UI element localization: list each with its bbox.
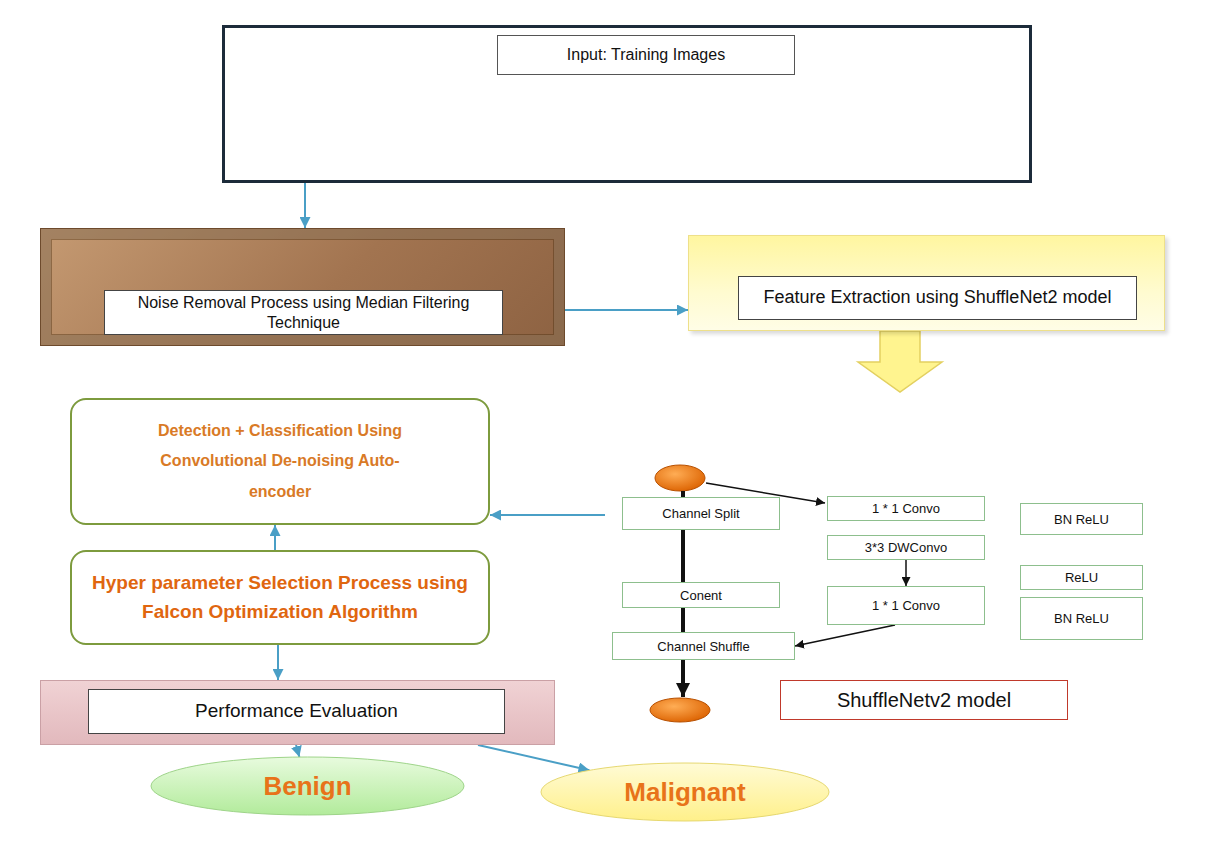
layer-box: Conent: [622, 582, 780, 608]
node-label: 1 * 1 Convo: [872, 501, 940, 516]
layer-box: 1 * 1 Convo: [827, 586, 985, 625]
flow-arrow: [274, 525, 276, 550]
result-ellipse: Benign: [150, 756, 465, 816]
node-label: 3*3 DWConvo: [865, 540, 947, 555]
node-label: Noise Removal Process using Median Filte…: [104, 290, 503, 335]
flow-arrow: [277, 645, 279, 680]
node-label: 1 * 1 Convo: [872, 598, 940, 613]
result-ellipse: Malignant: [540, 762, 830, 822]
group-outline: [50, 393, 530, 658]
layer-box: BN ReLU: [1020, 503, 1143, 535]
node-label: Input: Training Images: [497, 35, 795, 75]
node-label: Malignant: [624, 777, 745, 808]
node-label: ShuffleNetv2 model: [780, 680, 1068, 720]
ellipse-outline: [151, 757, 464, 815]
input-panel: Input: Training Images: [222, 25, 1032, 183]
main-path-line: [681, 491, 685, 497]
flow-arrow: [304, 183, 306, 228]
branch-arrow: [706, 483, 825, 503]
node-label: BN ReLU: [1054, 611, 1109, 626]
node-label: Detection + Classification Using Convolu…: [149, 416, 411, 507]
layer-box: Channel Shuffle: [612, 632, 795, 660]
panel-fill: [222, 25, 1032, 183]
node-label: BN ReLU: [1054, 512, 1109, 527]
layer-box: ReLU: [1020, 565, 1143, 590]
flow-arrow: [681, 530, 685, 582]
image-stack: [272, 72, 468, 165]
page-fold: [1142, 794, 1188, 838]
layer-box: 3*3 DWConvo: [827, 535, 985, 560]
node-label: Benign: [263, 771, 351, 802]
layer-box: Channel Split: [622, 497, 780, 530]
node-label: Conent: [680, 588, 722, 603]
process-frame: Noise Removal Process using Median Filte…: [40, 228, 565, 346]
process-box: Detection + Classification Using Convolu…: [70, 398, 490, 525]
node-label: Feature Extraction using ShuffleNet2 mod…: [738, 276, 1137, 320]
flow-arrow: [478, 745, 589, 770]
block-arrow: [858, 331, 942, 392]
image-stack: [806, 88, 975, 178]
flow-arrow: [565, 309, 688, 311]
process-box: Hyper parameter Selection Process using …: [70, 550, 490, 645]
ellipse-outline: [541, 763, 829, 821]
flow-arrow: [795, 625, 895, 646]
end-ellipse: [650, 698, 710, 722]
node-label: ReLU: [1065, 570, 1098, 585]
flow-arrow: [490, 514, 605, 516]
flow-arrow: [296, 745, 299, 757]
start-ellipse: [655, 465, 705, 491]
node-label: Hyper parameter Selection Process using …: [80, 569, 480, 626]
node-label: Channel Split: [662, 506, 739, 521]
layer-box: BN ReLU: [1020, 597, 1143, 640]
node-label: Performance Evaluation: [88, 689, 505, 734]
main-path-arrow: [681, 660, 685, 697]
flow-arrow: [681, 608, 685, 632]
process-frame: Feature Extraction using ShuffleNet2 mod…: [688, 235, 1165, 331]
layer-box: 1 * 1 Convo: [827, 496, 985, 521]
image-stack: [535, 97, 745, 179]
node-label: Channel Shuffle: [657, 639, 749, 654]
process-frame: Performance Evaluation: [40, 680, 555, 745]
flow-arrow: [905, 560, 907, 586]
